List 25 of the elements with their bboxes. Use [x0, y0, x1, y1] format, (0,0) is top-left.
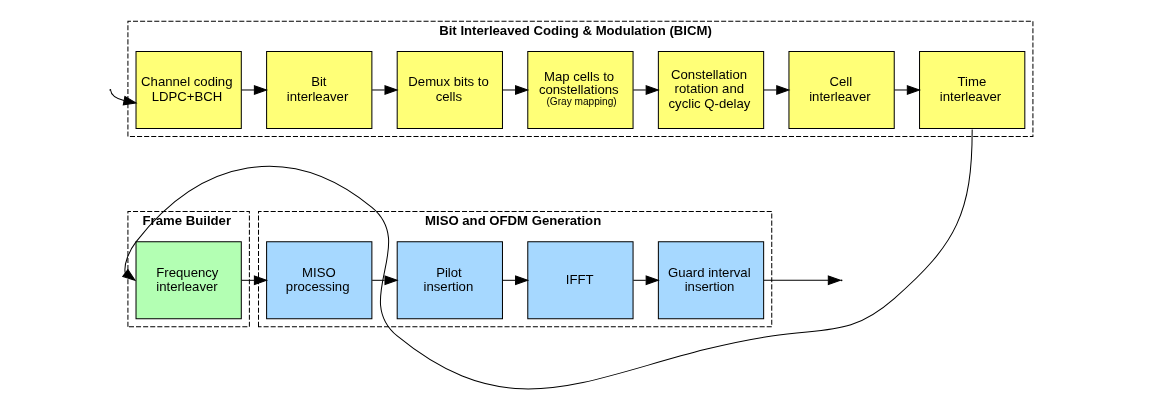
- arrow: [109, 89, 137, 105]
- node-box: Frequency interleaver: [135, 240, 242, 319]
- node-box: IFFT: [526, 240, 634, 319]
- arrow: [240, 274, 268, 285]
- arrow: [371, 84, 399, 95]
- node-box: Guard interval insertion: [657, 240, 764, 319]
- arrow: [371, 274, 399, 285]
- arrow: [762, 274, 842, 285]
- arrow: [501, 84, 529, 95]
- node-box: Map cells to constellations (Gray mapping): [526, 50, 634, 129]
- node-box: Time interleaver: [918, 50, 1025, 129]
- node-box: Demux bits to cells: [396, 50, 503, 129]
- node-box: Pilot insertion: [396, 240, 503, 319]
- arrow: [632, 274, 660, 285]
- arrow: [501, 274, 529, 285]
- node-box: Cell interleaver: [787, 50, 895, 129]
- node-box: Channel coding LDPC+BCH: [135, 50, 242, 129]
- arrow: [762, 84, 790, 95]
- arrow: [893, 84, 921, 95]
- arrow: [121, 128, 973, 389]
- arrow: [632, 84, 660, 95]
- node-box: MISO processing: [265, 240, 372, 319]
- node-box: Constellation rotation and cyclic Q-delay: [657, 50, 764, 129]
- node-box: Bit interleaver: [265, 50, 372, 129]
- arrow: [240, 84, 268, 95]
